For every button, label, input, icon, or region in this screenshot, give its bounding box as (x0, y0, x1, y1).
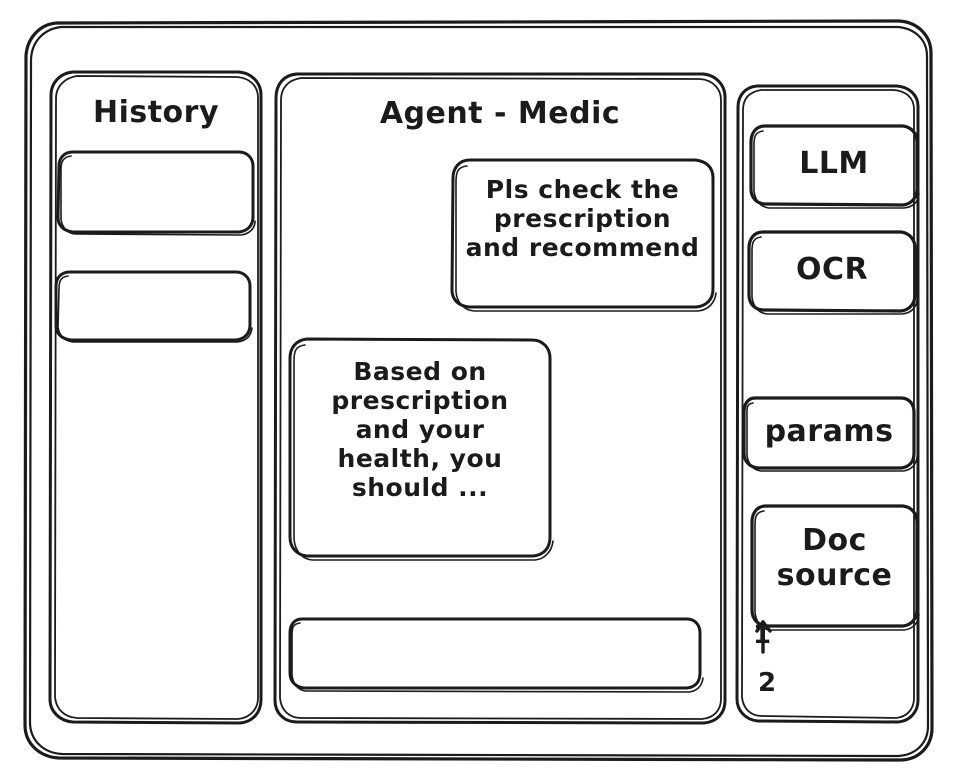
assistant-message-text: Based on prescription and your health, y… (331, 357, 509, 502)
params-button[interactable]: params (744, 398, 914, 468)
message-input[interactable] (290, 619, 700, 688)
history-panel-title: History (92, 95, 220, 130)
assistant-message-bubble[interactable]: Based on prescription and your health, y… (290, 339, 550, 556)
doc-source-item-1[interactable]: 1 (753, 620, 772, 650)
doc-source-label: Doc source (776, 523, 893, 593)
chat-panel-title: Agent - Medic (379, 96, 621, 131)
doc-source-box[interactable]: Doc source (752, 506, 917, 626)
llm-button[interactable]: LLM (751, 126, 917, 205)
params-button-label: params (764, 414, 894, 449)
history-item-1[interactable] (58, 152, 253, 232)
history-item-2[interactable] (56, 272, 250, 340)
user-message-bubble[interactable]: Pls check the prescription and recommend (452, 160, 713, 307)
user-message-text: Pls check the prescription and recommend (465, 175, 700, 262)
ocr-button[interactable]: OCR (749, 232, 915, 311)
ocr-button-label: OCR (795, 252, 869, 287)
llm-button-label: LLM (799, 146, 869, 181)
doc-source-item-2[interactable]: 2 (758, 668, 777, 698)
